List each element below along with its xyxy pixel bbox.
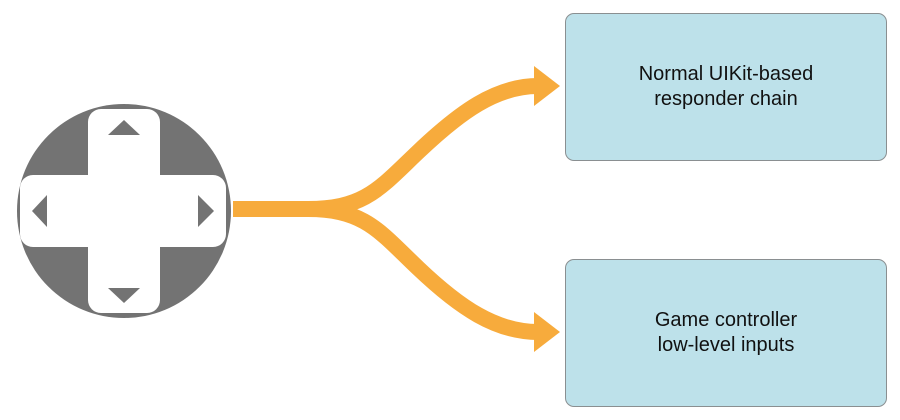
responder-chain-label-line2: responder chain bbox=[654, 88, 798, 110]
triangle-up-icon bbox=[108, 120, 140, 135]
arrowhead-top bbox=[534, 66, 560, 106]
triangle-left-icon bbox=[32, 195, 47, 227]
low-level-inputs-label-line2: low-level inputs bbox=[657, 334, 795, 356]
low-level-inputs-box: Game controller low-level inputs bbox=[565, 259, 887, 407]
responder-chain-label-line1: Normal UIKit-based bbox=[638, 63, 814, 85]
arrow-to-bottom-box bbox=[307, 201, 539, 340]
low-level-inputs-label: Game controller low-level inputs bbox=[655, 308, 797, 358]
triangle-down-icon bbox=[108, 288, 140, 303]
responder-chain-label: Normal UIKit-based responder chain bbox=[639, 62, 814, 112]
dpad-horizontal-bar bbox=[20, 175, 226, 247]
dpad-icon bbox=[17, 104, 231, 318]
triangle-right-icon bbox=[198, 195, 214, 227]
split-arrows bbox=[233, 78, 539, 340]
low-level-inputs-label-line1: Game controller bbox=[654, 309, 798, 331]
arrowhead-bottom bbox=[534, 312, 560, 352]
responder-chain-box: Normal UIKit-based responder chain bbox=[565, 13, 887, 161]
arrow-to-top-box bbox=[233, 78, 539, 217]
